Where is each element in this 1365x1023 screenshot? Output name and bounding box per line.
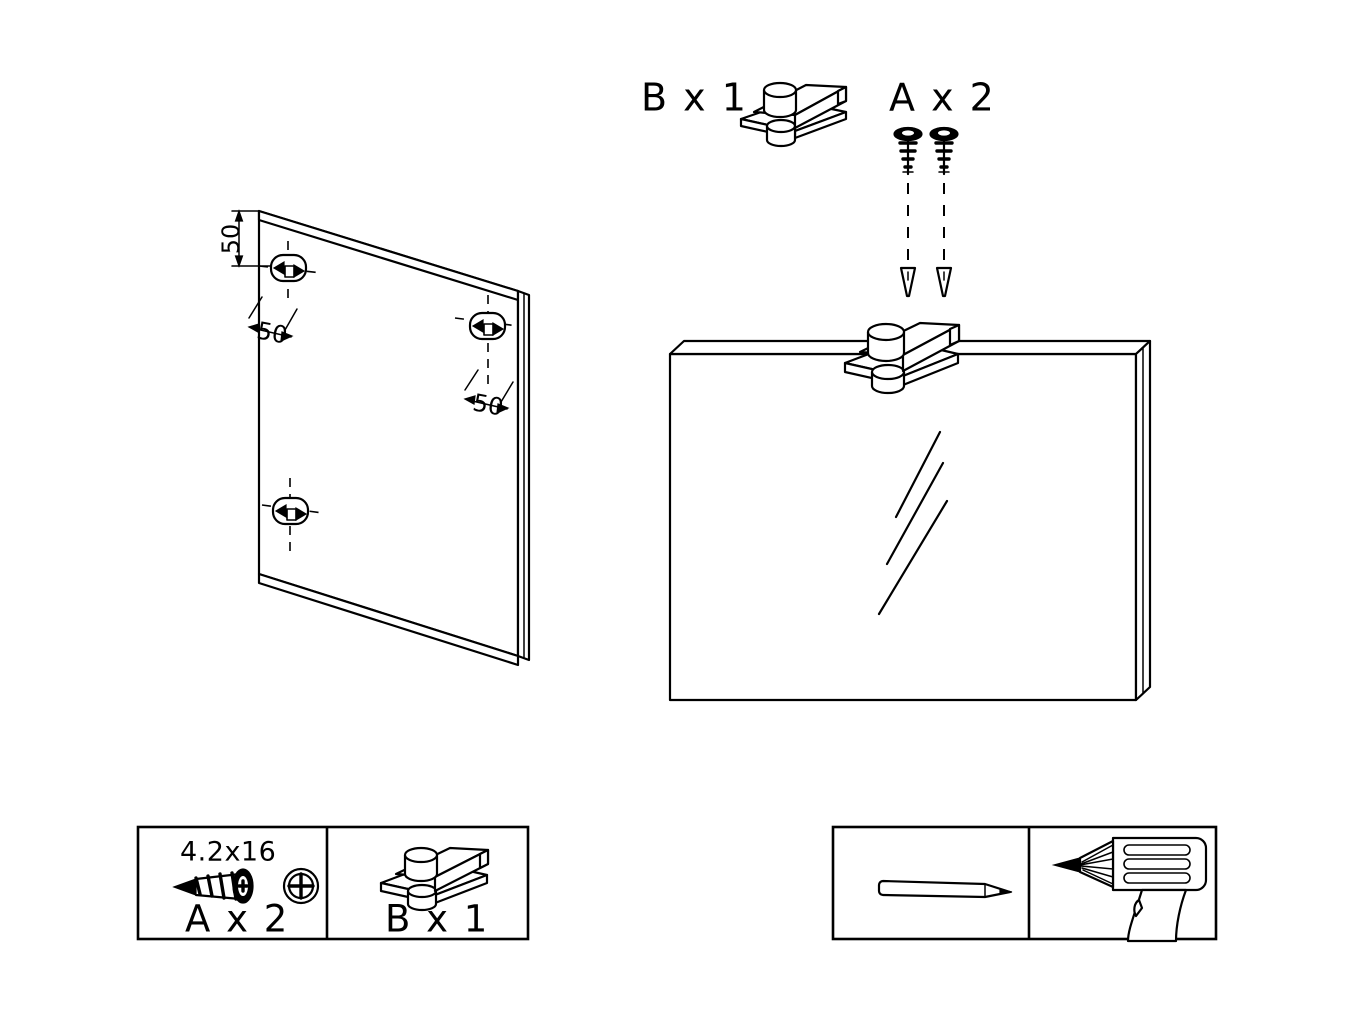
mirror-panel-drilling-detail: 50 50 [217, 209, 531, 667]
mirror-reflection-lines [877, 430, 949, 616]
screw-spec-label: 4.2x16 [180, 837, 276, 868]
dimension-hole-offset-upper: 50 [247, 296, 298, 350]
parts-legend: 4.2x16 A x 2 [136, 825, 530, 941]
wall-bracket-icon [379, 846, 490, 912]
bracket-count-label: B x 1 [641, 76, 748, 120]
glue-gun-icon [1051, 836, 1208, 943]
wall-bracket-icon [739, 81, 848, 148]
screw-count-label: A x 2 [889, 76, 996, 120]
hole-top-left [258, 241, 323, 300]
screw-icon [893, 126, 959, 298]
hole-bottom-left [261, 478, 324, 553]
hole-middle-right [454, 295, 519, 390]
tools-legend-frame [831, 825, 1218, 941]
screw-side-icon [172, 868, 254, 904]
screw-head-icon [282, 867, 320, 905]
legend-label-b: B x 1 [385, 898, 489, 941]
wall-bracket-icon [843, 321, 961, 395]
parts-legend-frame [136, 825, 530, 941]
dimension-hole-offset-lower: 50 [463, 369, 514, 422]
dimension-top-offset-value: 50 [217, 224, 245, 255]
legend-cell-b: B x 1 [379, 846, 490, 941]
dimension-hole-offset-lower-value: 50 [471, 388, 506, 421]
mirror-with-bracket-assembly [668, 321, 1152, 702]
pencil-icon [877, 879, 1013, 899]
dimension-hole-offset-upper-value: 50 [255, 316, 290, 349]
panel-bottom-edge [257, 572, 520, 667]
legend-label-a: A x 2 [185, 898, 289, 941]
mirror-panel [668, 352, 1138, 702]
dimension-top-offset: 50 [217, 209, 289, 268]
tools-legend [831, 825, 1218, 943]
legend-cell-a: 4.2x16 A x 2 [172, 837, 320, 941]
parts-header: B x 1 A x 2 [641, 76, 996, 298]
